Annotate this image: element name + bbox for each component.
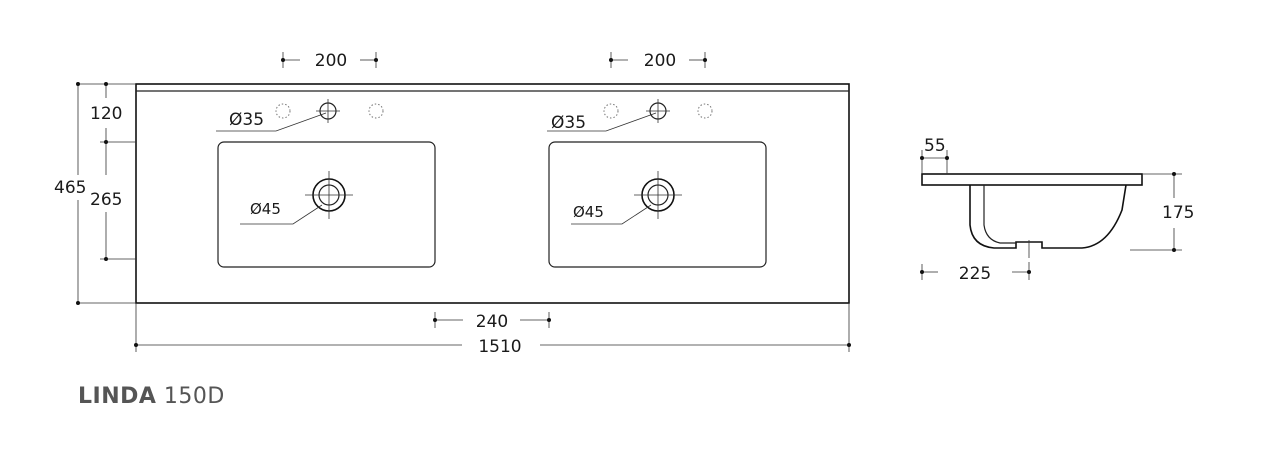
dim-back-and-bowl bbox=[100, 82, 136, 261]
dim-bowl-gap bbox=[433, 312, 551, 328]
drain-left bbox=[305, 171, 353, 219]
label-top-right-width: 200 bbox=[644, 51, 676, 71]
bowl-right bbox=[548, 141, 767, 268]
dim-top-left bbox=[281, 52, 378, 68]
label-depth-back: 120 bbox=[90, 104, 122, 124]
drain-right bbox=[634, 171, 682, 219]
optional-hole-right-2 bbox=[697, 103, 713, 119]
leader-tap-right bbox=[547, 112, 657, 132]
leader-drain-left bbox=[240, 204, 323, 225]
label-side-drain: 225 bbox=[959, 264, 991, 284]
label-total-depth: 465 bbox=[54, 178, 86, 198]
dim-side-drain bbox=[920, 262, 1031, 280]
optional-hole-left-1 bbox=[275, 103, 291, 119]
product-model: 150D bbox=[163, 384, 225, 409]
optional-hole-left-2 bbox=[368, 103, 384, 119]
dim-total-width bbox=[134, 303, 851, 352]
label-top-left-width: 200 bbox=[315, 51, 347, 71]
bowl-left bbox=[217, 141, 436, 268]
optional-hole-right-1 bbox=[603, 103, 619, 119]
product-title: LINDA 150D bbox=[78, 384, 225, 409]
label-bowl-depth: 265 bbox=[90, 190, 122, 210]
dim-side-edge bbox=[920, 150, 949, 174]
label-drain-right: Ø45 bbox=[573, 203, 604, 221]
label-tap-right: Ø35 bbox=[551, 113, 586, 133]
label-total-width: 1510 bbox=[478, 337, 521, 357]
label-bowl-gap: 240 bbox=[476, 312, 508, 332]
dim-side-height bbox=[1130, 172, 1182, 252]
dim-top-right bbox=[609, 52, 707, 68]
product-name: LINDA bbox=[78, 384, 157, 409]
tap-hole-right bbox=[646, 99, 670, 123]
label-side-height: 175 bbox=[1162, 203, 1194, 223]
label-tap-left: Ø35 bbox=[229, 110, 264, 130]
tap-hole-left bbox=[316, 99, 340, 123]
side-view bbox=[921, 173, 1143, 258]
countertop-outline bbox=[135, 83, 850, 304]
leader-drain-right bbox=[571, 204, 652, 225]
label-side-edge: 55 bbox=[924, 136, 946, 156]
label-drain-left: Ø45 bbox=[250, 200, 281, 218]
leader-tap-left bbox=[216, 112, 327, 132]
